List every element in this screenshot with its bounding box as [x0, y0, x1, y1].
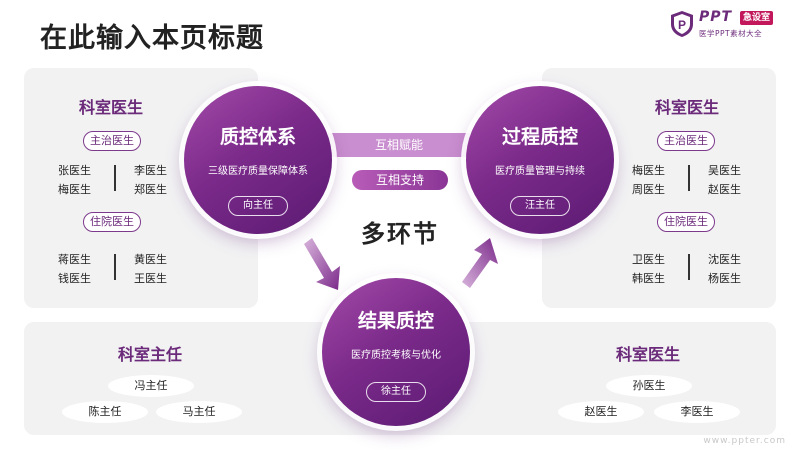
doctor-name: 钱医生	[58, 272, 91, 285]
support-pill: 互相支持	[352, 170, 448, 190]
doctor-name: 郑医生	[134, 183, 167, 196]
circle-title: 结果质控	[357, 310, 434, 332]
left-top-title: 科室医生	[78, 98, 143, 117]
circle-title: 质控体系	[219, 126, 296, 148]
director-name: 陈主任	[62, 401, 148, 423]
circle-desc: 三级医疗质量保障体系	[208, 166, 308, 177]
divider	[114, 165, 116, 191]
doctor-name: 韩医生	[632, 272, 665, 285]
director-name: 马主任	[156, 401, 242, 423]
empower-connector: 互相赋能	[328, 133, 470, 157]
doctor-name: 赵医生	[708, 183, 741, 196]
director-button[interactable]: 徐主任	[366, 382, 426, 402]
doctor-name: 黄医生	[134, 253, 167, 266]
shield-icon: P	[671, 11, 693, 37]
right-resident-pill: 住院医生	[657, 212, 715, 232]
doctor-name: 张医生	[58, 164, 91, 177]
circle-title: 过程质控	[501, 126, 578, 148]
logo-badge: 急设室	[740, 11, 774, 25]
doctor-name: 吴医生	[708, 164, 741, 177]
logo-brand: PPT	[699, 9, 733, 25]
watermark: www.ppter.com	[703, 436, 786, 446]
doctor-name: 孙医生	[606, 375, 692, 397]
page-title: 在此输入本页标题	[40, 23, 264, 54]
center-label: 多环节	[361, 220, 439, 248]
logo: P PPT 急设室 医学PPT素材大全	[670, 8, 788, 42]
svg-text:P: P	[678, 18, 686, 32]
doctor-name: 王医生	[134, 272, 167, 285]
doctor-name: 蒋医生	[58, 253, 91, 266]
director-button[interactable]: 向主任	[228, 196, 288, 216]
left-resident-pill: 住院医生	[83, 212, 141, 232]
doctor-name: 沈医生	[708, 253, 741, 266]
quality-system-circle: 质控体系 三级医疗质量保障体系 向主任	[184, 86, 332, 234]
doctor-name: 杨医生	[708, 272, 741, 285]
logo-tagline: 医学PPT素材大全	[699, 29, 763, 38]
doctor-name: 李医生	[134, 164, 167, 177]
doctor-name: 梅医生	[632, 164, 665, 177]
bottom-left-title: 科室主任	[117, 345, 182, 364]
right-top-title: 科室医生	[654, 98, 719, 117]
divider	[114, 254, 116, 280]
doctor-name: 周医生	[632, 183, 665, 196]
doctor-name: 卫医生	[632, 253, 665, 266]
arrow-up-right-icon	[462, 238, 498, 288]
divider	[688, 254, 690, 280]
process-control-circle: 过程质控 医疗质量管理与持续 汪主任	[466, 86, 614, 234]
result-control-circle: 结果质控 医疗质控考核与优化 徐主任	[322, 278, 470, 426]
circle-desc: 医疗质控考核与优化	[351, 350, 441, 361]
right-attending-pill: 主治医生	[657, 131, 715, 151]
doctor-name: 赵医生	[558, 401, 644, 423]
director-button[interactable]: 汪主任	[510, 196, 570, 216]
director-name: 冯主任	[108, 375, 194, 397]
left-attending-pill: 主治医生	[83, 131, 141, 151]
circle-desc: 医疗质量管理与持续	[495, 166, 585, 177]
bottom-right-title: 科室医生	[615, 345, 680, 364]
divider	[688, 165, 690, 191]
doctor-name: 李医生	[654, 401, 740, 423]
arrow-down-right-icon	[304, 238, 340, 290]
doctor-name: 梅医生	[58, 183, 91, 196]
